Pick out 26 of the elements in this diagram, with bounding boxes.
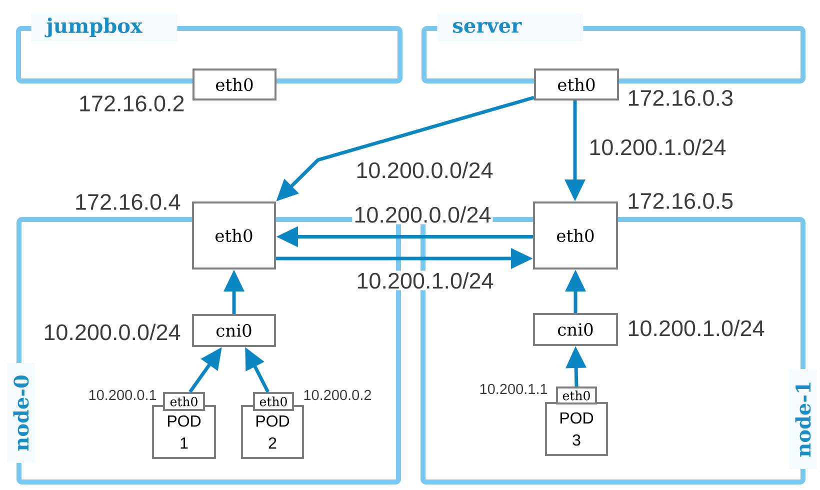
- ip-address: 172.16.0.4: [76, 194, 180, 210]
- host-label: jumpbox: [31, 14, 178, 42]
- host-label: node-1: [789, 369, 817, 469]
- interface-box: eth0: [192, 68, 276, 100]
- bridge-box: cni0: [192, 314, 276, 347]
- ip-address: 172.16.0.5: [628, 193, 733, 209]
- interface-box: eth0: [534, 68, 619, 100]
- interface-box: eth0: [556, 386, 597, 404]
- interface-box: eth0: [163, 392, 205, 411]
- edge-label: 10.200.0.0/24: [352, 204, 493, 224]
- ip-address: 10.200.0.2: [304, 390, 371, 400]
- edge-label: 10.200.1.0/24: [587, 137, 728, 157]
- interface-box: eth0: [533, 202, 618, 270]
- ip-address: 10.200.0.1: [89, 390, 156, 400]
- interface-box: eth0: [253, 392, 294, 411]
- edge-label: 10.200.0.0/24: [354, 160, 495, 180]
- edge-label: 10.200.1.0/24: [354, 270, 496, 290]
- ip-address: 172.16.0.2: [80, 96, 184, 112]
- ip-address: 10.200.0.0/24: [44, 324, 180, 340]
- ip-address: 172.16.0.3: [628, 90, 733, 106]
- ip-address: 10.200.1.1: [480, 384, 548, 394]
- host-label: node-0: [7, 363, 35, 463]
- host-label: server: [437, 14, 584, 42]
- interface-box: eth0: [192, 202, 276, 270]
- ip-address: 10.200.1.0/24: [628, 320, 764, 336]
- bridge-box: cni0: [533, 313, 618, 346]
